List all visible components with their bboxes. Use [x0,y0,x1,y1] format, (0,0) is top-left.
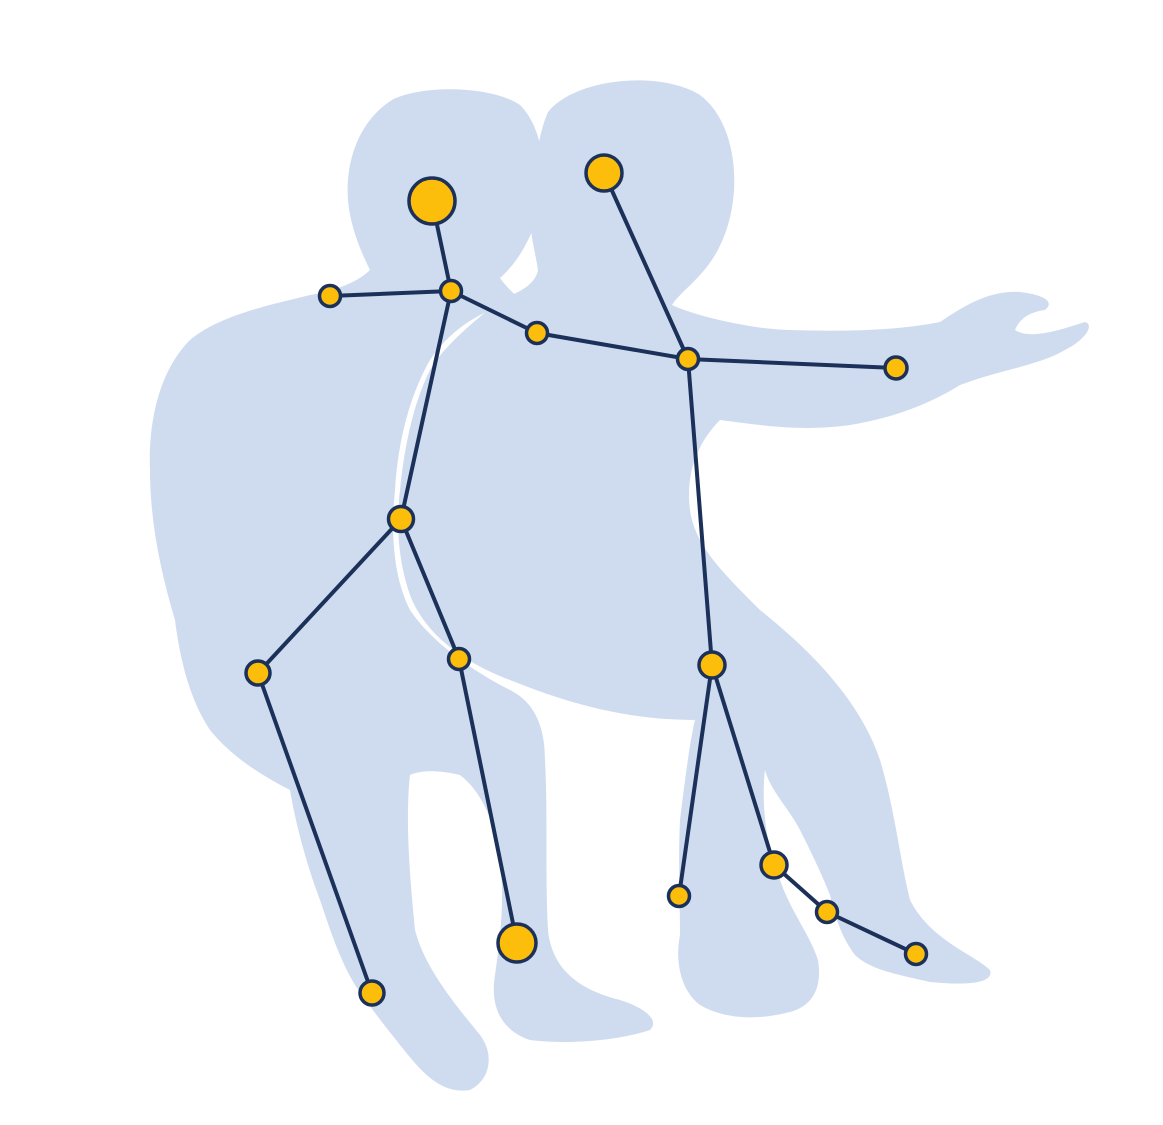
bone-left-knee-foot [256,671,374,995]
joint-left-knee [244,659,272,687]
joint-neck [438,278,464,304]
bone-neck-pelvis-2 [686,357,714,667]
bone-pelvis-knee [710,663,776,867]
joint-pelvis [386,504,416,534]
bone-neck-pelvis [399,289,453,521]
bone-neck-hand [686,357,898,370]
bone-neck-right-shoulder [449,289,539,335]
joint-right-foot [496,922,538,964]
left-figure-skeleton [256,199,690,995]
bone-pelvis-left-foot [677,663,714,898]
bone-head-neck-2 [602,171,690,361]
joint-head [407,176,457,226]
joint-head-2 [584,153,624,193]
right-figure-silhouette [398,80,1089,1018]
joint-hand [883,355,909,381]
left-figure-joints [244,176,550,1007]
bone-pelvis-right-knee [399,517,461,661]
joint-knee-2 [759,850,789,880]
left-figure-silhouette [149,89,654,1091]
bone-pelvis-left-knee [256,517,403,675]
bone-ankle-toe [825,910,918,956]
left-figure-body [149,89,654,1091]
joint-pelvis-2 [697,650,727,680]
right-figure-joints [584,153,929,967]
joint-left-foot-2 [666,883,692,909]
joint-right-knee [446,646,472,672]
joint-neck-2 [675,346,701,372]
bone-right-knee-foot [457,657,519,945]
joint-left-shoulder [317,283,343,309]
bone-right-shoulder-elbow [535,331,690,361]
right-figure-skeleton [602,171,918,956]
joint-left-foot [358,979,386,1007]
joint-right-shoulder [524,320,550,346]
right-figure-body [398,80,1089,1018]
joint-ankle-2 [814,899,840,925]
bone-neck-left-shoulder [328,289,453,298]
joint-toe-2 [903,941,929,967]
